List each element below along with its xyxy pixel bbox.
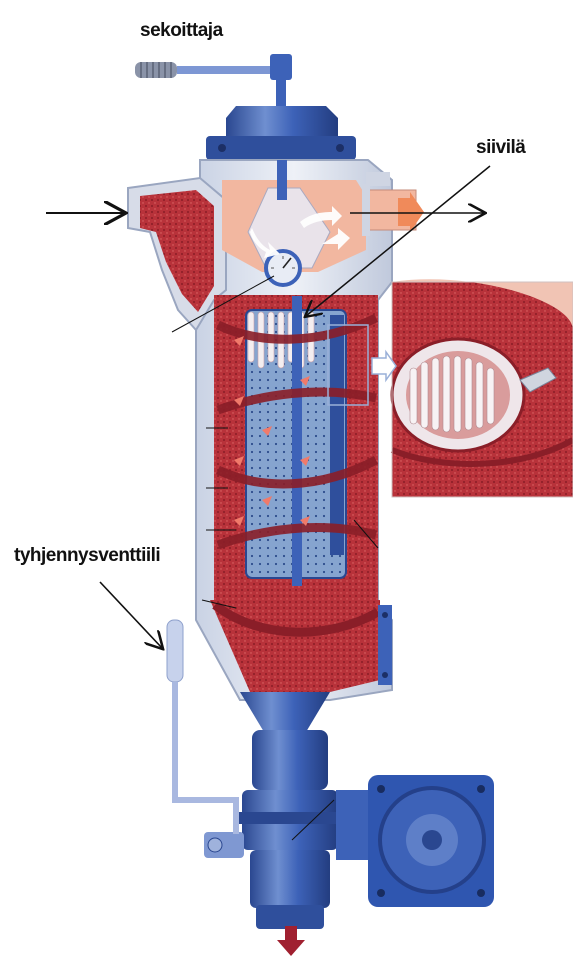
detail-inset [392,279,573,497]
drain-valve-label: tyhjennysventtiili [14,545,160,567]
mixer-label: sekoittaja [140,20,223,42]
bearing-housing [206,106,356,160]
drain-valve-pointer [100,582,162,648]
drain-arrow [277,926,305,956]
drain-valve-body [204,730,344,929]
outlet-arrow-orange [398,192,424,232]
motor-housing [336,775,494,907]
strainer-label: siivilä [476,137,525,159]
filter-chamber [214,295,378,605]
